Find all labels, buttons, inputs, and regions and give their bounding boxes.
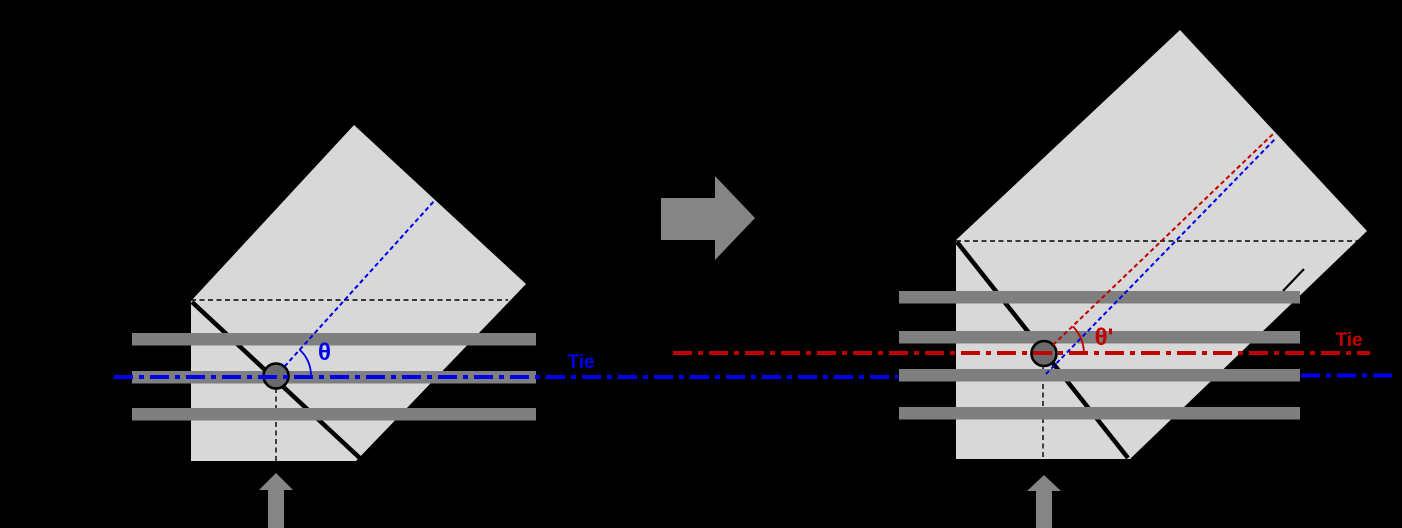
- transform-arrow-icon: [661, 176, 755, 260]
- angle-label: θ: [318, 339, 331, 366]
- angle-arc: [298, 348, 312, 376]
- push-arrow-icon: [1027, 475, 1061, 528]
- old-crystal-axis-line: [1045, 137, 1277, 375]
- edge-tick: [1282, 268, 1305, 292]
- angle-label: θ': [1095, 324, 1114, 351]
- tie-label: Tie: [1335, 330, 1362, 351]
- tie-label: Tie: [567, 352, 594, 373]
- tie-bar: [132, 333, 536, 346]
- angle-arc: [1072, 325, 1085, 354]
- before-panel: θ Tie: [114, 125, 898, 528]
- sample-shape: [956, 30, 1367, 459]
- after-panel: θ' Tie: [673, 30, 1393, 528]
- tie-bar: [132, 408, 536, 421]
- tie-bar: [899, 331, 1300, 344]
- tie-bar: [899, 369, 1300, 382]
- push-arrow-icon: [259, 473, 293, 528]
- new-crystal-axis-line: [1052, 132, 1275, 346]
- tie-bar: [899, 291, 1300, 304]
- tie-bar: [899, 407, 1300, 420]
